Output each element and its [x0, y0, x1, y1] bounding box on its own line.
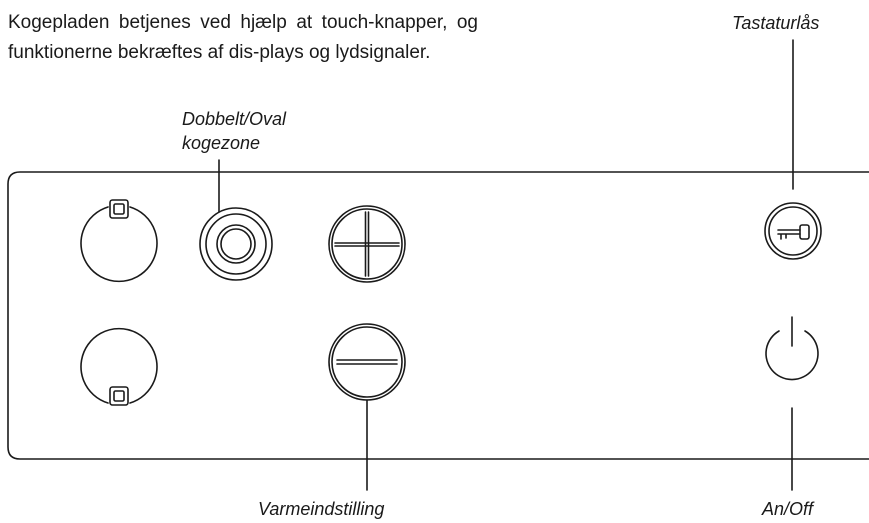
label-an-off: An/Off: [762, 499, 814, 519]
key-lock-icon[interactable]: [764, 202, 822, 260]
label-tastaturlaas: Tastaturlås: [732, 13, 820, 33]
panel-outline: [7, 171, 869, 460]
dual-oval-zone-icon[interactable]: [199, 207, 273, 281]
label-varmeindstilling: Varmeindstilling: [258, 499, 385, 519]
minus-icon[interactable]: [328, 323, 406, 401]
plus-icon[interactable]: [328, 205, 406, 283]
power-icon[interactable]: [765, 316, 819, 381]
label-dobbelt-oval-kogezone: Dobbelt/Oval kogezone: [182, 109, 287, 153]
intro-text: Kogepladen betjenes ved hjælp at touch-k…: [8, 12, 478, 63]
zone-selector-bottom-icon[interactable]: [80, 327, 158, 406]
zone-selector-top-icon[interactable]: [80, 199, 158, 283]
